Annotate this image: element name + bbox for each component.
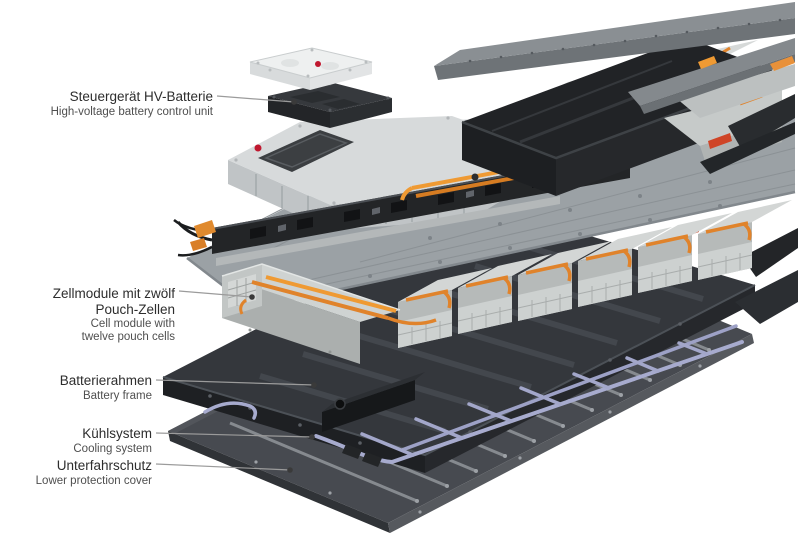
orange-connector	[190, 238, 207, 251]
cover-bolts	[468, 18, 782, 63]
cell-module-row-graphic	[397, 200, 792, 348]
label-en-line: twelve pouch cells	[81, 331, 175, 343]
hv-control-unit-cover-graphic	[249, 47, 373, 90]
label-de-line: Unterfahrschutz	[56, 458, 152, 473]
module-busbars	[239, 275, 437, 326]
label-de-line: Batterierahmen	[59, 373, 152, 388]
label-battery-frame: Batterierahmen Battery frame	[60, 373, 152, 403]
housing-gasket	[258, 130, 354, 172]
brand-mark-icon	[254, 144, 262, 152]
module-connector-grid	[397, 253, 753, 344]
label-en-line: Lower protection cover	[35, 474, 152, 487]
label-de-line: Steuergerät HV-Batterie	[69, 89, 213, 104]
upper-deck-cover-graphic	[434, 2, 795, 118]
upper-frame-bracket	[728, 94, 795, 150]
warning-sticker	[708, 133, 732, 149]
label-de-line: Zellmodule mit zwölf	[52, 286, 175, 301]
frame-front-rail	[322, 380, 415, 432]
tube-fitting	[362, 452, 382, 467]
label-cooling-system: Kühlsystem Cooling system	[73, 426, 152, 456]
leader-dots	[249, 99, 317, 473]
label-en-line: High-voltage battery control unit	[50, 105, 213, 118]
leader-lines	[155, 95, 315, 471]
tube-fitting	[342, 444, 362, 459]
cover-screws	[223, 180, 722, 298]
cooling-branch-tubes	[360, 341, 709, 457]
cooling-system-graphic	[203, 324, 744, 467]
orange-harness	[770, 56, 795, 71]
brand-mark-icon	[315, 61, 321, 67]
label-lower-cover: Unterfahrschutz Lower protection cover	[36, 458, 152, 488]
label-control-unit: Steuergerät HV-Batterie High-voltage bat…	[51, 89, 213, 119]
coolant-port	[334, 398, 346, 410]
label-cell-module: Zellmodule mit zwölf Pouch-Zellen Cell m…	[53, 286, 175, 344]
orange-harness	[698, 56, 717, 69]
module-connector-grid	[228, 274, 256, 308]
module-busbars	[405, 221, 752, 309]
label-de-line: Kühlsystem	[82, 426, 152, 441]
label-de-line: Pouch-Zellen	[95, 301, 175, 317]
detached-cell-module-graphic	[221, 263, 437, 364]
right-cell-modules	[664, 88, 782, 146]
hv-control-unit-graphic	[268, 82, 392, 128]
orange-connector	[194, 220, 216, 238]
label-en-line: Cell module with	[90, 318, 175, 330]
label-en-line: Battery frame	[82, 389, 152, 402]
label-en-line: Cooling system	[73, 442, 152, 455]
frame-side-bracket	[735, 270, 798, 324]
